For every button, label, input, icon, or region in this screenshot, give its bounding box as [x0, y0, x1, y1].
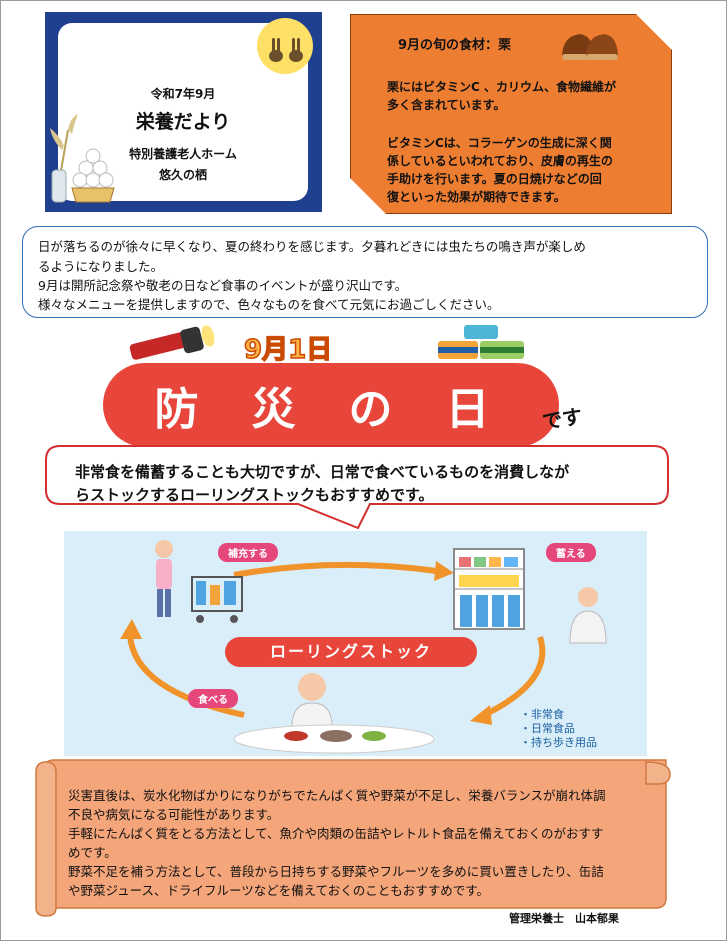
food-line: 多く含まれています。 [387, 98, 506, 112]
note-line: や野菜ジュース、ドライフルーツなどを備えておくのこともおすすめです。 [68, 883, 490, 898]
cycle-arrow-head [434, 561, 454, 581]
label-store: 蓄える [546, 543, 596, 562]
stock-item: ・日常食品 [520, 722, 575, 735]
intro-line: るようになりました。 [38, 259, 164, 274]
seasonal-food-paragraph-1: 栗にはビタミンC 、カリウム、食物繊維が 多く含まれています。 [387, 78, 649, 114]
canned-food-icon [438, 325, 524, 359]
rolling-stock-title: ローリングストック [225, 637, 477, 667]
food-line: 手助けを行います。夏の日焼けなどの回 [387, 172, 602, 186]
disaster-day-title: 防 災 の 日 [103, 363, 559, 447]
shopping-cart-person-icon [155, 540, 243, 623]
disaster-day-banner [103, 363, 559, 447]
newsletter-title: 栄養だより [135, 111, 231, 133]
dietitian-signature: 管理栄養士 山本郁果 [509, 912, 619, 925]
note-line: 災害直後は、炭水化物ばかりになりがちでたんぱく質や野菜が不足し、栄養バランスが崩… [68, 788, 606, 803]
storing-person-icon [569, 587, 607, 644]
chestnut-icon [562, 34, 618, 60]
eating-person-icon [233, 673, 435, 754]
intro-line: 9月は開所記念祭や敬老の日など食事のイベントが盛り沢山です。 [38, 278, 408, 293]
food-line: 係しているといわれており、皮膚の再生の [387, 154, 613, 168]
disaster-day-char: 日 [445, 384, 508, 435]
label-replenish: 補充する [218, 543, 278, 562]
seasonal-food-title: 9月の旬の食材：栗 [398, 38, 512, 53]
storage-shelf-icon [453, 548, 525, 630]
note-scroll [35, 759, 671, 917]
bubble-line: らストックするローリングストックもおすすめです。 [75, 486, 434, 504]
seasonal-food-paragraph-2: ビタミンCは、コラーゲンの生成に深く関 係しているといわれており、皮膚の再生の … [387, 134, 649, 206]
note-line: 野菜不足を補う方法として、普段から日持ちする野菜やフルーツを多めに買い置きしたり… [68, 864, 604, 879]
stock-item: ・持ち歩き用品 [520, 736, 597, 749]
cycle-arrow [233, 561, 437, 578]
note-line: めです。 [68, 845, 117, 860]
disaster-day-char: の [348, 384, 411, 435]
food-line: 栗にはビタミンC 、カリウム、食物繊維が [387, 80, 616, 94]
flashlight-icon [129, 325, 215, 360]
moon-rabbit-icon [257, 18, 313, 74]
organization-name: 特別養護老人ホーム [129, 147, 237, 161]
cycle-arrow-head [470, 705, 492, 725]
intro-box [22, 226, 708, 318]
cycle-arrow-head [120, 619, 142, 639]
home-name: 悠久の栖 [158, 168, 207, 182]
speech-bubble [45, 445, 669, 530]
rolling-stock-diagram [120, 540, 607, 754]
disaster-day-char: 防 [154, 384, 217, 435]
bubble-line: 非常食を備蓄することも大切ですが、日常で食べているものを消費しなが [75, 463, 570, 481]
food-line: 復といった効果が期待できます。 [387, 190, 566, 204]
note-line: 不良や病気になる可能性があります。 [68, 807, 280, 822]
seasonal-food-box [350, 14, 672, 214]
stock-item: ・非常食 [520, 708, 564, 721]
intro-line: 日が落ちるのが徐々に早くなり、夏の終わりを感じます。夕暮れどきには虫たちの鳴き声… [38, 239, 586, 254]
tsukimi-dango-icon [50, 114, 115, 203]
disaster-day-date: 9月1日 [243, 334, 333, 366]
label-eat: 食べる [188, 689, 238, 708]
disaster-day-suffix: です [540, 404, 584, 434]
disaster-day-char: 災 [251, 384, 314, 435]
cycle-arrow [127, 634, 245, 718]
cycle-arrow [482, 636, 546, 718]
intro-line: 様々なメニューを提供しますので、色々なものを食べて元気にお過ごしください。 [38, 297, 500, 312]
note-line: 手軽にたんぱく質をとる方法として、魚介や肉類の缶詰やレトルト食品を備えておくのが… [68, 826, 604, 841]
newsletter-date: 令和7年9月 [150, 87, 216, 101]
food-line: ビタミンCは、コラーゲンの生成に深く関 [387, 136, 612, 150]
